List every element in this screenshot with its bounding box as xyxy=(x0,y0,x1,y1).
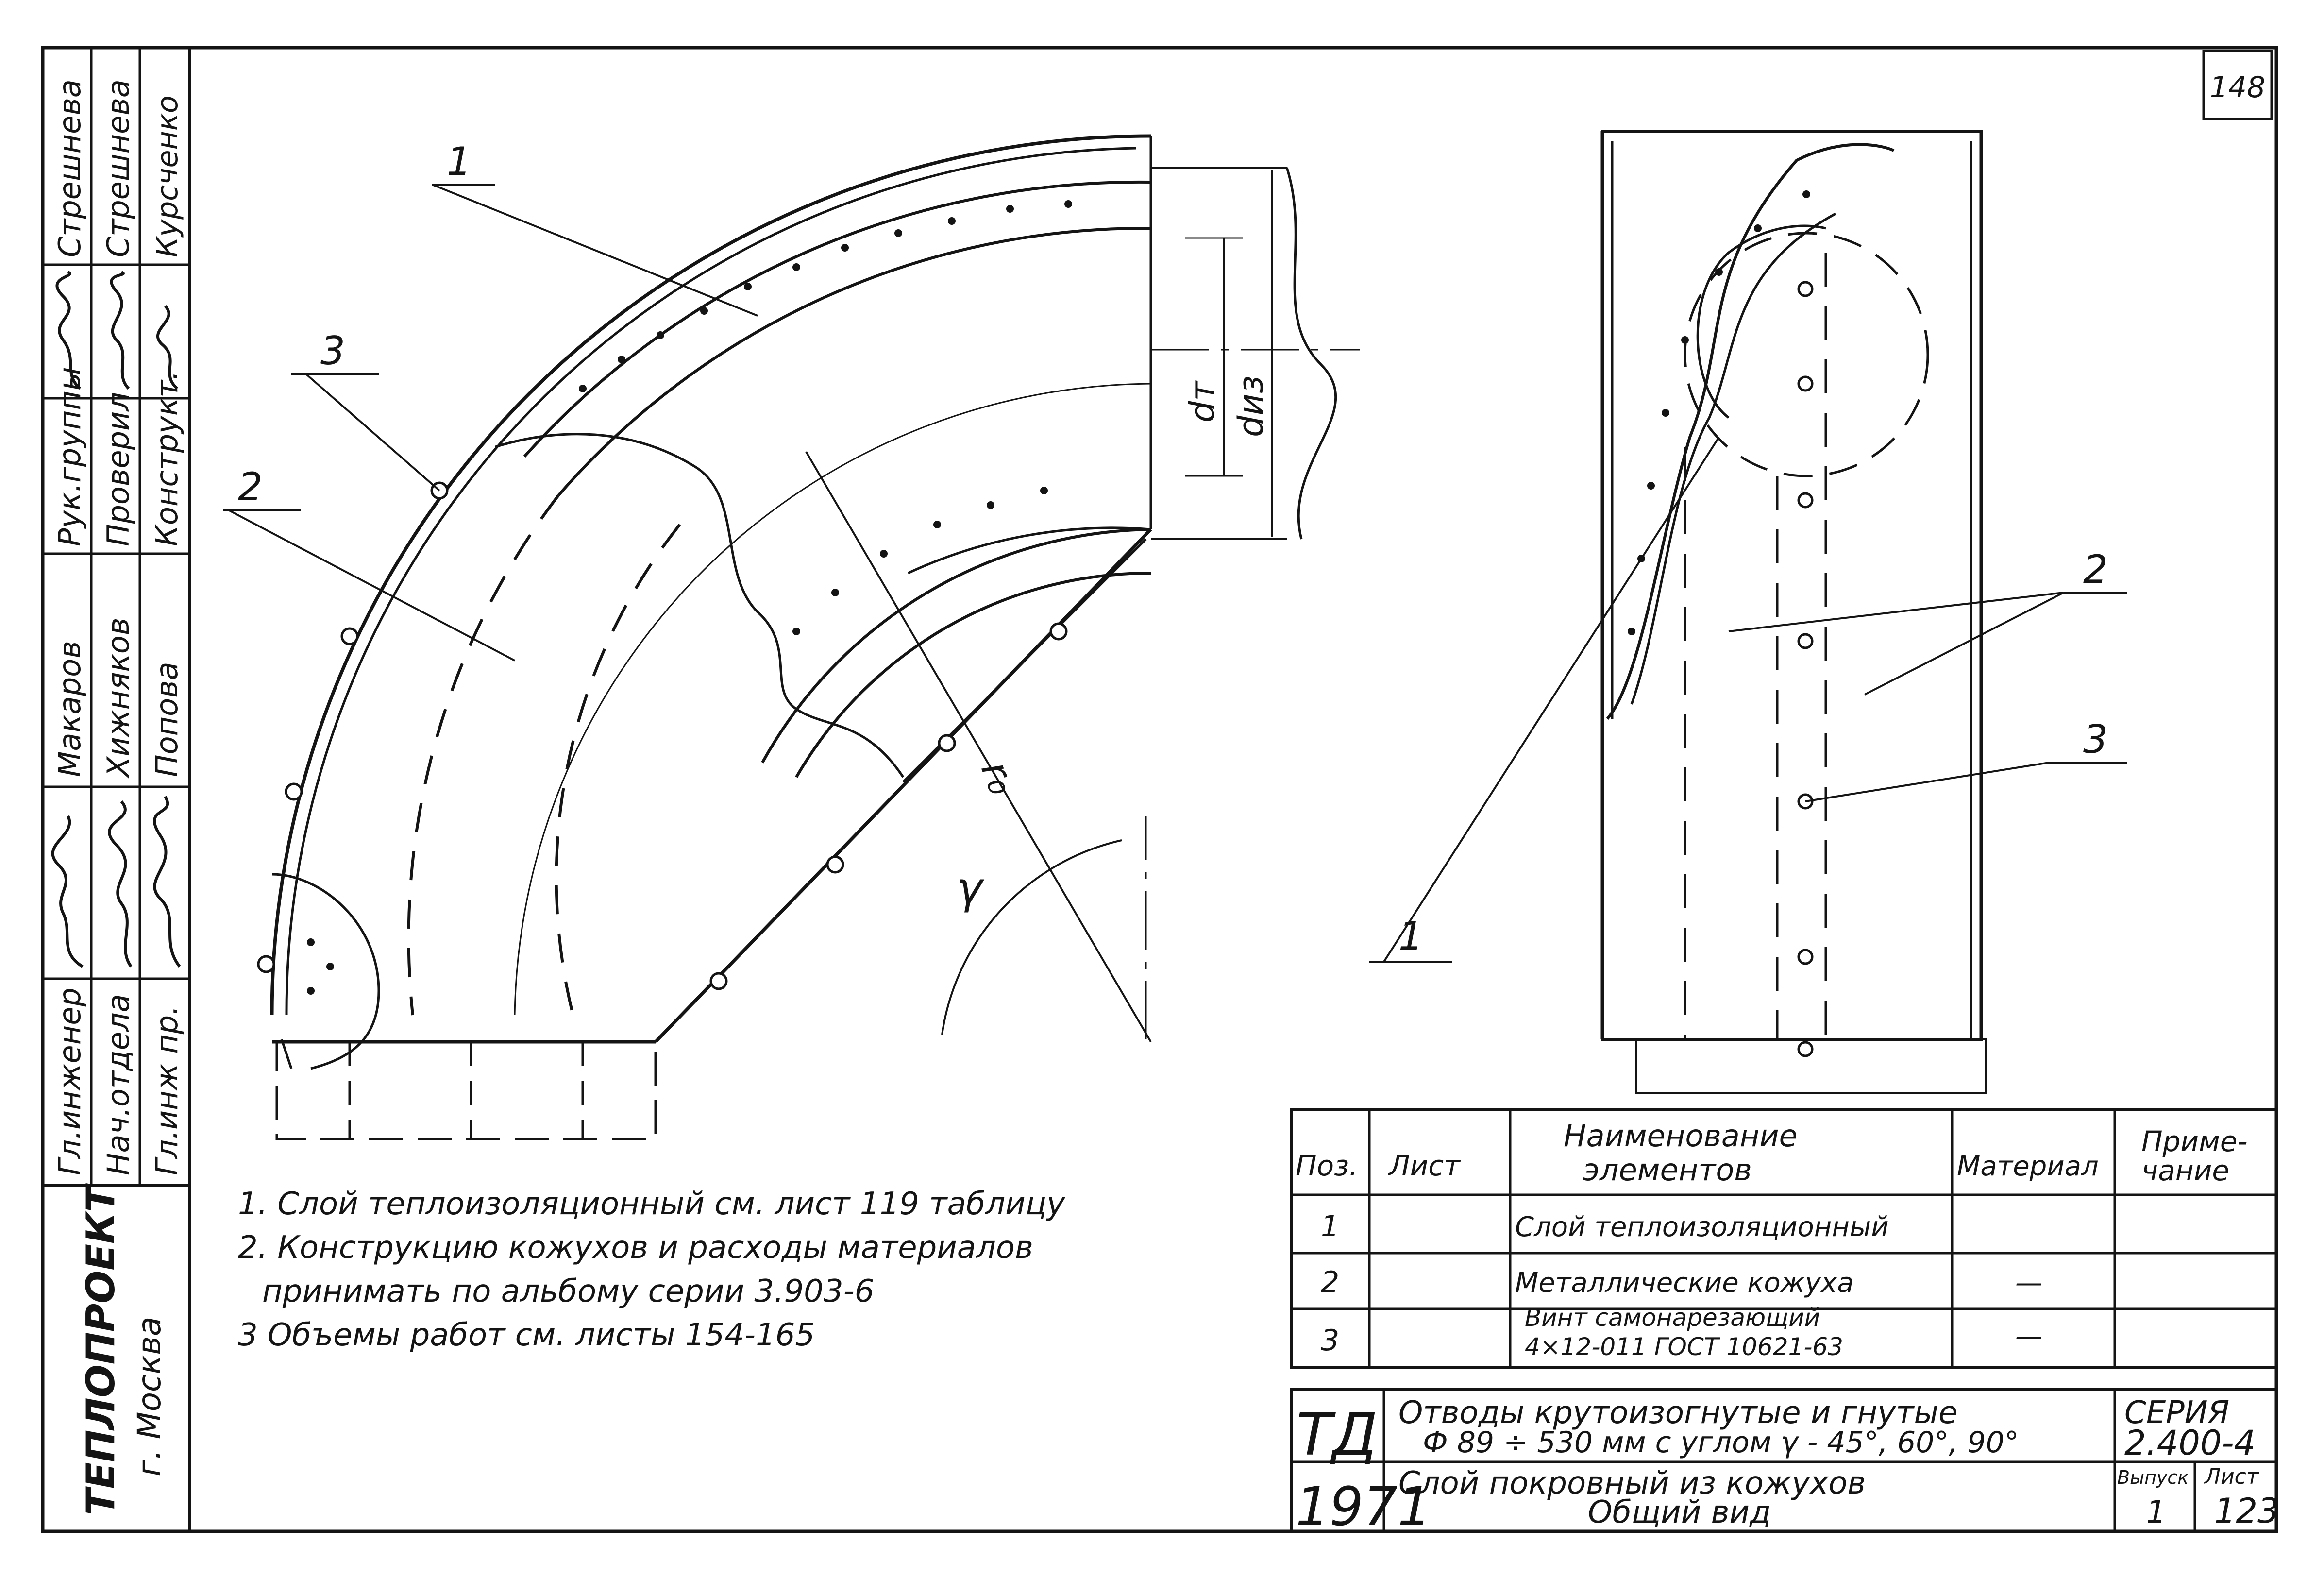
row2-pos: 2 xyxy=(1321,1265,1339,1299)
list-value: 123 xyxy=(2214,1491,2279,1531)
dim-diz: dиз xyxy=(1231,375,1271,437)
title-line-3: Слой покровный из кожухов xyxy=(1398,1465,1866,1501)
sig-role-1: Гл.инженер xyxy=(52,987,87,1175)
title-line-1: Отводы крутоизогнутые и гнутые xyxy=(1398,1395,1957,1431)
sig-group-1: Рук.группы xyxy=(52,367,87,546)
row3-name: Винт самонарезающий xyxy=(1525,1304,1820,1332)
row3-pos: 3 xyxy=(1321,1324,1339,1358)
parts-table: Поз. Лист Наименование элементов Материа… xyxy=(1290,1108,2278,1369)
sig-surname-3: Попова xyxy=(149,662,185,777)
page-number: 148 xyxy=(2210,70,2266,104)
sig-name2-2: Стрешнева xyxy=(101,79,136,257)
sig-surname-1: Макаров xyxy=(52,641,87,777)
signature-strip: Гл.инженер Нач.отдела Гл.инж пр. Макаров… xyxy=(41,46,191,1533)
sig-role-2: Нач.отдела xyxy=(101,994,136,1175)
dim-dt: dт xyxy=(1182,380,1222,423)
note-2: 2. Конструкцию кожухов и расходы материа… xyxy=(238,1230,1033,1266)
sig-name2-1: Стрешнева xyxy=(52,79,87,257)
note-1: 1. Слой теплоизоляционный см. лист 119 т… xyxy=(238,1186,1065,1222)
org-name: ТЕПЛОПРОЕКТ xyxy=(78,1183,123,1515)
dim-r0: r₀ xyxy=(972,755,1026,800)
issue-label: Выпуск xyxy=(2117,1467,2189,1488)
th-note-2: чание xyxy=(2141,1154,2229,1187)
insulation-hatching xyxy=(307,200,1072,995)
list-label: Лист xyxy=(2204,1464,2259,1489)
th-name-1: Наименование xyxy=(1564,1118,1798,1154)
sig-group-2: Проверил xyxy=(101,392,136,546)
side-view-drawing: 1 2 3 xyxy=(1369,130,2127,1094)
title-line-2: Ф 89 ÷ 530 мм с углом γ - 45°, 60°, 90° xyxy=(1423,1426,2019,1460)
row3-name-2: 4×12-011 ГОСТ 10621-63 xyxy=(1525,1333,1843,1361)
td-mark: ТД xyxy=(1297,1401,1378,1469)
row1-pos: 1 xyxy=(1321,1209,1339,1243)
note-3: 3 Объемы работ см. листы 154-165 xyxy=(238,1317,815,1353)
sig-group-3: Конструкт. xyxy=(149,371,185,546)
screw-markers xyxy=(257,481,1068,990)
series-value: 2.400-4 xyxy=(2124,1423,2256,1463)
th-note-1: Приме- xyxy=(2141,1125,2248,1158)
callout-left-2: 2 xyxy=(238,464,263,509)
page-number-box: 148 xyxy=(2202,50,2273,120)
org-city: г. Москва xyxy=(131,1317,168,1477)
signature-scribbles xyxy=(51,271,181,968)
row2-material: — xyxy=(2015,1267,2042,1299)
row2-name: Металлические кожуха xyxy=(1515,1267,1854,1299)
sig-role-3: Гл.инж пр. xyxy=(149,1005,185,1175)
callout-right-3: 3 xyxy=(2083,717,2108,762)
year-mark: 1971 xyxy=(1296,1476,1431,1538)
series-label: СЕРИЯ xyxy=(2124,1395,2229,1431)
callout-right-1: 1 xyxy=(1398,914,1423,959)
row1-name: Слой теплоизоляционный xyxy=(1515,1211,1889,1243)
notes-block: 1. Слой теплоизоляционный см. лист 119 т… xyxy=(238,1186,1065,1353)
dim-gamma: γ xyxy=(957,863,985,914)
side-insulation-hatching xyxy=(1628,190,1810,635)
row3-material: — xyxy=(2015,1321,2042,1352)
title-line-4: Общий вид xyxy=(1588,1494,1771,1530)
th-material: Материал xyxy=(1957,1151,2099,1182)
sig-name2-3: Курсченко xyxy=(151,95,185,257)
th-name-2: элементов xyxy=(1583,1152,1752,1188)
callout-left-1: 1 xyxy=(447,139,472,184)
note-2b: принимать по альбому серии 3.903-6 xyxy=(262,1273,874,1309)
th-sheet: Лист xyxy=(1388,1149,1461,1182)
title-block: ТД 1971 Отводы крутоизогнутые и гнутые Ф… xyxy=(1290,1388,2279,1538)
side-screw-markers xyxy=(1797,281,1814,1057)
callout-left-3: 3 xyxy=(320,328,345,374)
th-pos: Поз. xyxy=(1296,1149,1358,1182)
issue-value: 1 xyxy=(2146,1494,2166,1530)
elbow-drawing: dт dиз r₀ γ xyxy=(223,134,1360,1140)
sig-surname-2: Хижняков xyxy=(101,618,136,779)
callout-right-2: 2 xyxy=(2083,547,2108,592)
